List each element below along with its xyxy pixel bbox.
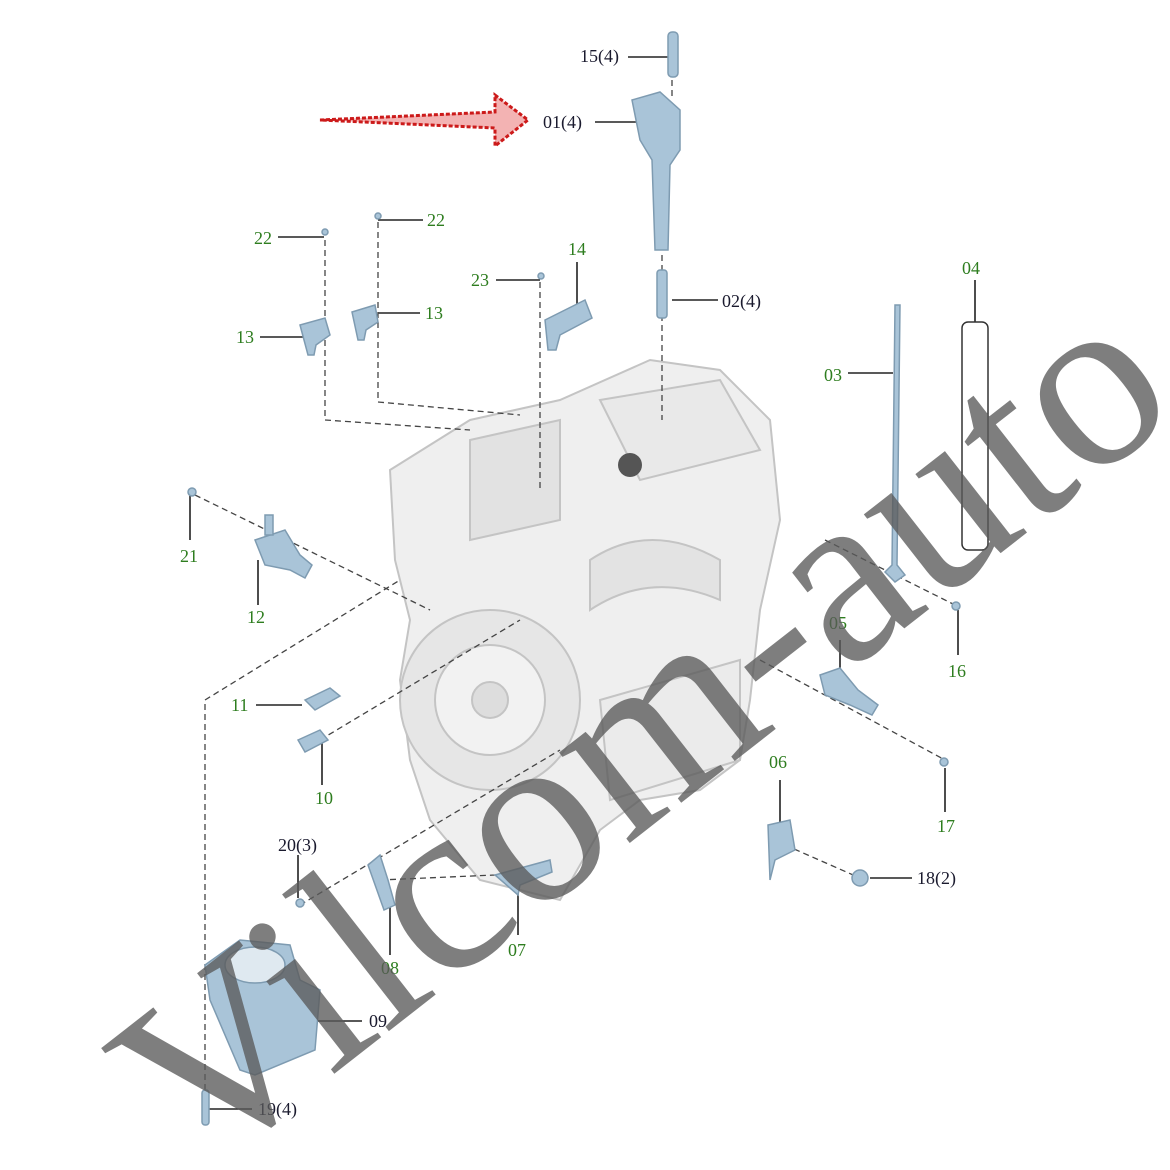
label-10: 10: [315, 788, 333, 808]
sensor-11: [303, 687, 342, 711]
solenoid-12: [254, 529, 313, 580]
label-02: 02(4): [722, 291, 761, 311]
label-19: 19(4): [258, 1099, 297, 1119]
label-23: 23: [471, 270, 489, 290]
label-18: 18(2): [917, 868, 956, 888]
leader-lines: [189, 56, 976, 1110]
sensor-08: [367, 853, 396, 912]
label-17: 17: [937, 816, 955, 836]
parts: [187, 31, 989, 1126]
engine-block: [388, 358, 782, 902]
label-03: 03: [824, 365, 842, 385]
arrow-indicator: [319, 91, 531, 150]
label-15: 15(4): [580, 46, 619, 66]
label-21: 21: [180, 546, 198, 566]
label-09: 09: [369, 1011, 387, 1031]
dipstick-03: [883, 304, 907, 583]
label-11: 11: [231, 695, 249, 715]
label-06: 06: [769, 752, 787, 772]
tube-04: [961, 321, 989, 551]
sensor-13a: [299, 317, 331, 356]
label-07: 07: [508, 940, 526, 960]
label-05: 05: [829, 613, 847, 633]
sensor-07: [493, 859, 553, 897]
sensor-13b: [351, 304, 379, 341]
sensor-10: [296, 729, 330, 753]
spark-plug: [656, 269, 668, 319]
label-14: 14: [568, 239, 586, 259]
label-13a: 13: [236, 327, 254, 347]
label-22a: 22: [254, 228, 272, 248]
solenoid-05: [819, 667, 879, 716]
label-16: 16: [948, 661, 966, 681]
label-08: 08: [381, 958, 399, 978]
dashed-lines: [194, 70, 956, 1110]
label-01: 01(4): [543, 112, 582, 132]
label-13b: 13: [425, 303, 443, 323]
label-22b: 22: [427, 210, 445, 230]
ignition-coil: [631, 91, 681, 251]
bolt-15: [667, 31, 679, 78]
label-12: 12: [247, 607, 265, 627]
label-04: 04: [962, 258, 980, 278]
bracket-06: [767, 819, 796, 881]
sensor-14: [544, 298, 593, 351]
label-20: 20(3): [278, 835, 317, 855]
